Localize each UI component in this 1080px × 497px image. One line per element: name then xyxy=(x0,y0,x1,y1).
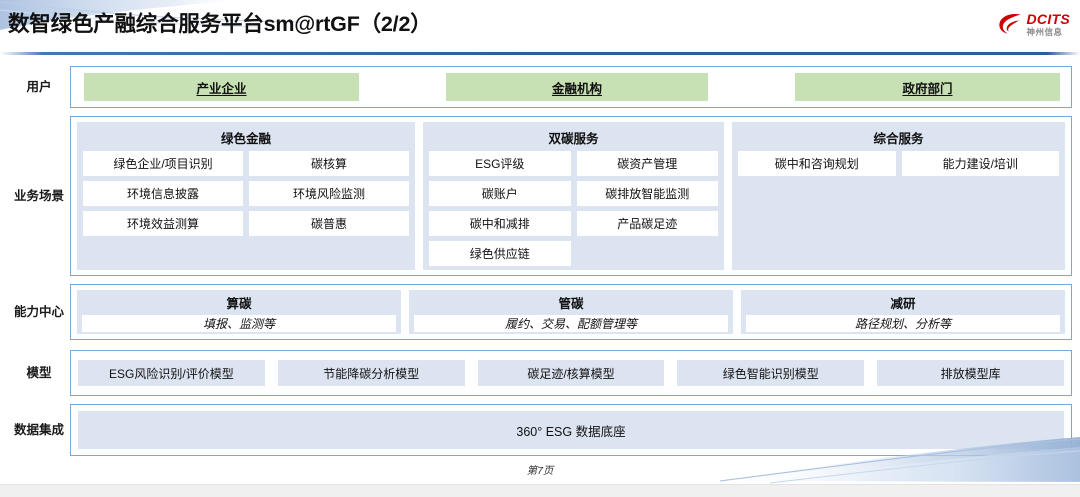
scenario-cell[interactable]: 环境效益测算 xyxy=(83,211,243,236)
scenario-cell-grid: 碳中和咨询规划 能力建设/培训 xyxy=(738,151,1059,176)
capability-subtitle: 履约、交易、配额管理等 xyxy=(414,315,728,332)
user-chip-financial[interactable]: 金融机构 xyxy=(446,73,708,101)
row-data-integration: 数据集成 360° ESG 数据底座 xyxy=(8,404,1072,456)
user-chip-government[interactable]: 政府部门 xyxy=(795,73,1060,101)
row-label-data-integration: 数据集成 xyxy=(14,422,65,437)
capability-column-manage-carbon[interactable]: 管碳 履约、交易、配额管理等 xyxy=(409,290,733,334)
business-scenarios-panel: 绿色金融 绿色企业/项目识别 碳核算 环境信息披露 环境风险监测 环境效益测算 … xyxy=(70,116,1072,276)
users-panel: 产业企业 金融机构 政府部门 xyxy=(70,66,1072,108)
page-title: 数智绿色产融综合服务平台sm@rtGF（2/2） xyxy=(8,12,432,36)
capability-column-reduction-research[interactable]: 减研 路径规划、分析等 xyxy=(741,290,1065,334)
scenario-column-title: 双碳服务 xyxy=(548,132,599,146)
scenario-cell[interactable]: 环境信息披露 xyxy=(83,181,243,206)
scenario-cell[interactable]: 碳账户 xyxy=(429,181,571,206)
row-label-capability-center: 能力中心 xyxy=(14,304,65,319)
capability-subtitle: 路径规划、分析等 xyxy=(746,315,1060,332)
scenario-cell[interactable]: 产品碳足迹 xyxy=(576,211,718,236)
row-label-models: 模型 xyxy=(26,365,52,380)
scenario-column-title: 综合服务 xyxy=(873,132,924,146)
logo-main-text: DCITS xyxy=(1026,10,1070,27)
capability-column-calculate-carbon[interactable]: 算碳 填报、监测等 xyxy=(77,290,401,334)
scenario-cell-grid: ESG评级 碳资产管理 碳账户 碳排放智能监测 碳中和减排 产品碳足迹 绿色供应… xyxy=(429,151,718,266)
logo-wordmark: DCITS 神州信息 xyxy=(1027,12,1071,37)
brand-logo: DCITS 神州信息 xyxy=(997,8,1071,40)
capability-title: 管碳 xyxy=(558,297,584,311)
scenario-cell[interactable]: 碳普惠 xyxy=(249,211,409,236)
scenario-column-dual-carbon: 双碳服务 ESG评级 碳资产管理 碳账户 碳排放智能监测 碳中和减排 产品碳足迹… xyxy=(423,122,724,270)
capability-title: 减研 xyxy=(890,297,916,311)
data-foundation-chip[interactable]: 360° ESG 数据底座 xyxy=(78,411,1064,449)
model-chip[interactable]: 绿色智能识别模型 xyxy=(677,360,865,386)
capability-subtitle: 填报、监测等 xyxy=(82,315,396,332)
model-chip[interactable]: ESG风险识别/评价模型 xyxy=(78,360,265,386)
scenario-cell[interactable]: ESG评级 xyxy=(429,151,571,176)
scenario-cell-grid: 绿色企业/项目识别 碳核算 环境信息披露 环境风险监测 环境效益测算 碳普惠 xyxy=(83,151,409,236)
model-chip[interactable]: 节能降碳分析模型 xyxy=(277,360,465,386)
scenario-cell[interactable]: 碳核算 xyxy=(249,151,409,176)
scenario-cell[interactable]: 能力建设/培训 xyxy=(901,151,1059,176)
logo-sub-text: 神州信息 xyxy=(1026,26,1063,37)
title-divider xyxy=(0,52,1080,55)
slide-header: 数智绿色产融综合服务平台sm@rtGF（2/2） DCITS 神州信息 xyxy=(0,0,1080,56)
row-models: 模型 ESG风险识别/评价模型 节能降碳分析模型 碳足迹/核算模型 绿色智能识别… xyxy=(8,350,1072,396)
capability-center-panel: 算碳 填报、监测等 管碳 履约、交易、配额管理等 减研 路径规划、分析等 xyxy=(70,284,1072,340)
scenario-cell[interactable]: 碳中和减排 xyxy=(429,211,571,236)
row-label-users: 用户 xyxy=(26,79,52,94)
scenario-cell[interactable]: 碳排放智能监测 xyxy=(576,181,718,206)
models-panel: ESG风险识别/评价模型 节能降碳分析模型 碳足迹/核算模型 绿色智能识别模型 … xyxy=(70,350,1072,396)
scenario-column-green-finance: 绿色金融 绿色企业/项目识别 碳核算 环境信息披露 环境风险监测 环境效益测算 … xyxy=(77,122,415,270)
data-integration-panel: 360° ESG 数据底座 xyxy=(70,404,1072,456)
scenario-cell[interactable]: 碳中和咨询规划 xyxy=(738,151,896,176)
scenario-cell[interactable]: 碳资产管理 xyxy=(576,151,718,176)
row-business-scenarios: 业务场景 绿色金融 绿色企业/项目识别 碳核算 环境信息披露 环境风险监测 环境… xyxy=(8,116,1072,276)
row-label-business-scenarios: 业务场景 xyxy=(14,188,65,203)
scenario-column-title: 绿色金融 xyxy=(220,132,271,146)
user-chip-industry[interactable]: 产业企业 xyxy=(84,73,359,101)
capability-title: 算碳 xyxy=(226,297,252,311)
dcits-swirl-icon xyxy=(998,13,1020,34)
bottom-strip xyxy=(0,484,1080,497)
row-capability-center: 能力中心 算碳 填报、监测等 管碳 履约、交易、配额管理等 减研 路径规划、分析… xyxy=(8,284,1072,340)
scenario-cell[interactable]: 环境风险监测 xyxy=(249,181,409,206)
footer-page-note: 第7页 xyxy=(526,465,554,477)
model-chip[interactable]: 碳足迹/核算模型 xyxy=(477,360,665,386)
scenario-cell[interactable]: 绿色企业/项目识别 xyxy=(83,151,243,176)
scenario-cell[interactable]: 绿色供应链 xyxy=(429,241,571,266)
model-chip[interactable]: 排放模型库 xyxy=(877,360,1064,386)
row-users: 用户 产业企业 金融机构 政府部门 xyxy=(8,66,1072,108)
scenario-column-comprehensive: 综合服务 碳中和咨询规划 能力建设/培训 xyxy=(732,122,1065,270)
